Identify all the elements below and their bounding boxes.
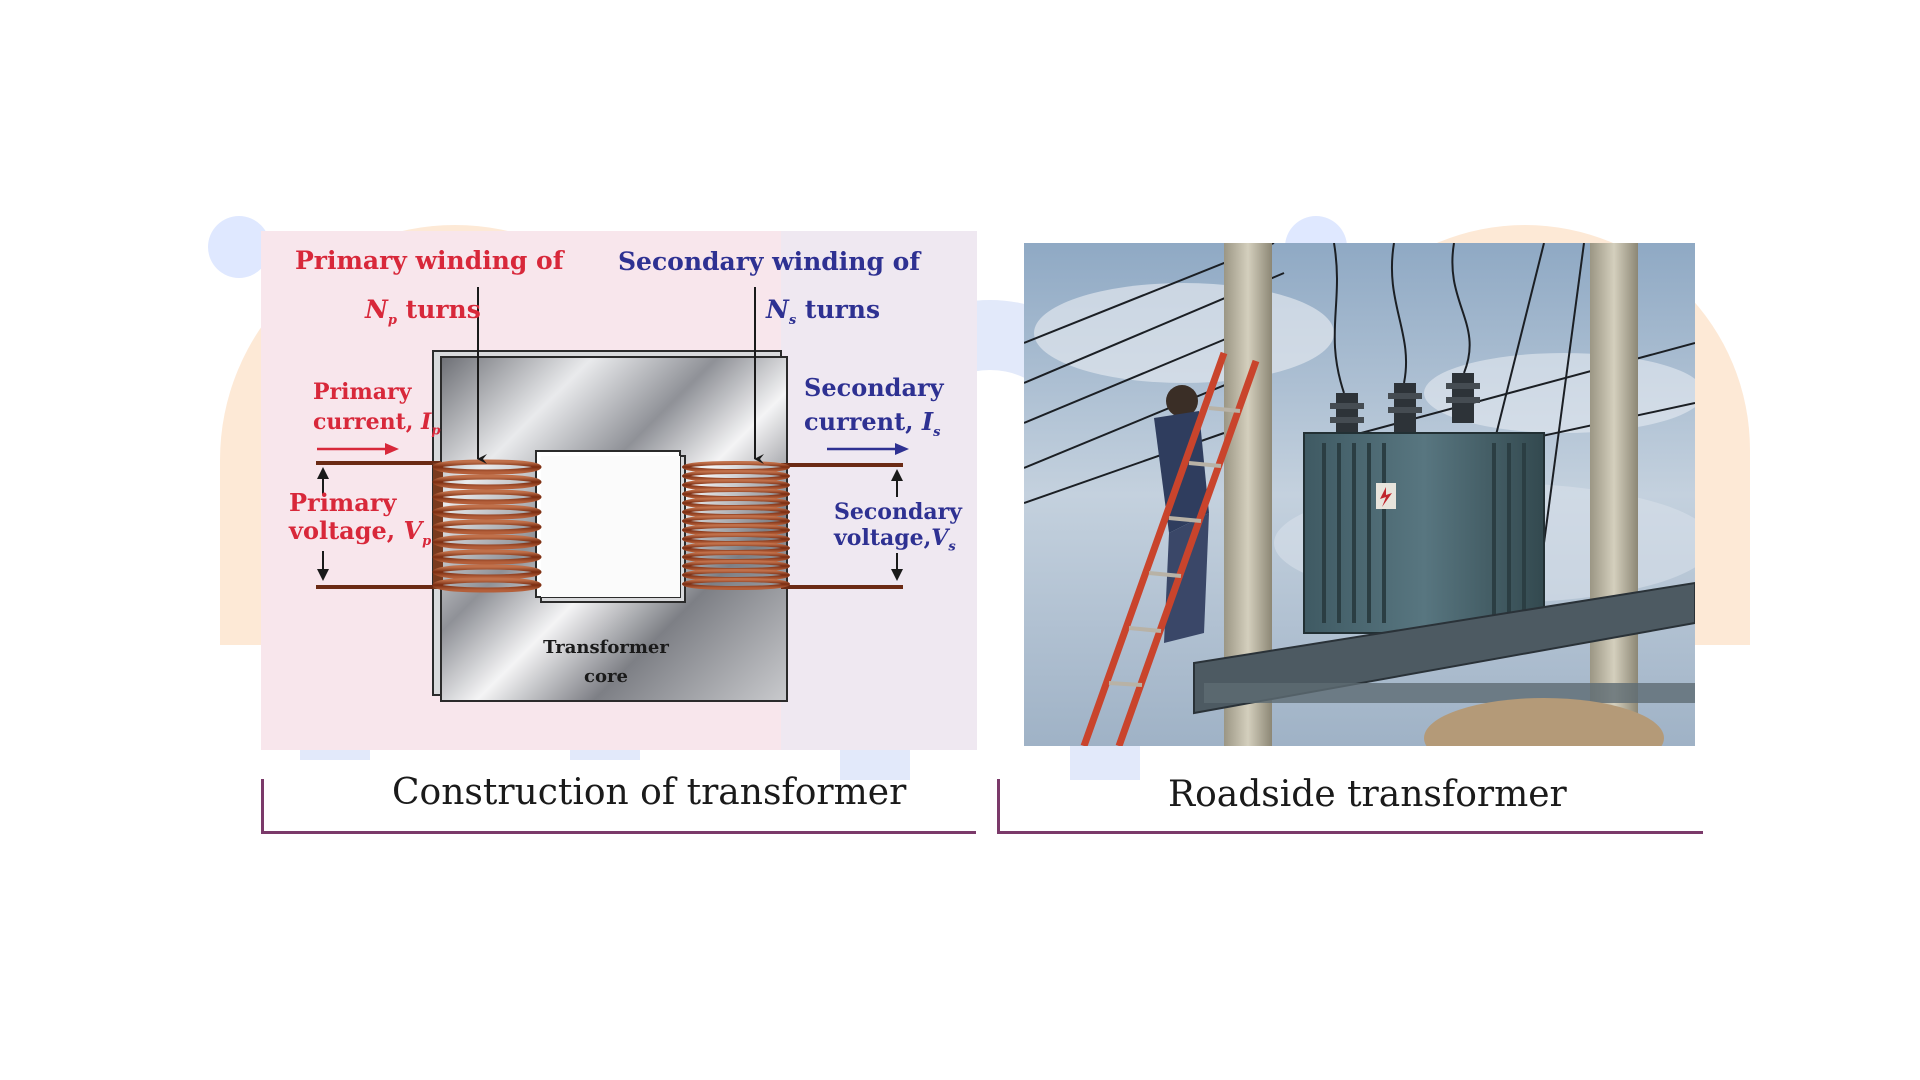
primary-current-label: Primary current, Ip xyxy=(313,377,440,446)
secondary-coil xyxy=(682,461,790,590)
right-pole xyxy=(1590,243,1638,746)
primary-voltage-arrows xyxy=(317,467,329,581)
primary-voltage-symbol: V xyxy=(403,516,423,545)
transformer-core-label: Transformer core xyxy=(531,633,681,691)
primary-voltage-text: voltage, xyxy=(289,516,404,545)
primary-voltage-line2: voltage, Vp xyxy=(289,517,431,556)
transformer-diagram-graphic xyxy=(261,231,977,750)
primary-winding-tail: turns xyxy=(396,295,481,324)
secondary-current-arrow xyxy=(827,443,909,455)
secondary-current-subscript: s xyxy=(933,424,941,440)
secondary-current-line2: current, Is xyxy=(804,405,944,450)
primary-current-arrow xyxy=(317,443,399,455)
right-caption-frame xyxy=(997,779,1703,834)
secondary-voltage-subscript: s xyxy=(948,539,956,555)
secondary-current-label: Secondary current, Is xyxy=(804,371,944,450)
secondary-current-line1: Secondary xyxy=(804,373,944,402)
core-label-line2: core xyxy=(584,666,628,687)
transformer-diagram: Primary winding of Np turns Secondary wi… xyxy=(261,231,977,750)
right-caption: Roadside transformer xyxy=(1168,774,1567,815)
primary-winding-turns: Np turns xyxy=(365,295,481,328)
left-caption-frame xyxy=(261,779,976,834)
roadside-transformer-illustration xyxy=(1024,243,1695,746)
secondary-winding-tail: turns xyxy=(796,295,881,324)
primary-winding-subscript: p xyxy=(387,313,397,328)
primary-current-line2: current, Ip xyxy=(313,407,440,446)
secondary-current-symbol: I xyxy=(921,407,934,436)
primary-current-line1: Primary xyxy=(313,379,412,405)
secondary-voltage-line1: Secondary xyxy=(834,499,962,525)
primary-current-text: current, xyxy=(313,409,422,435)
primary-winding-symbol: N xyxy=(365,295,388,324)
secondary-voltage-arrows xyxy=(891,469,903,581)
primary-coil xyxy=(432,459,542,593)
secondary-winding-label-line1: Secondary winding of xyxy=(618,247,921,276)
secondary-voltage-line2: voltage,Vs xyxy=(834,525,962,560)
secondary-voltage-label: Secondary voltage,Vs xyxy=(834,499,962,560)
left-caption: Construction of transformer xyxy=(392,772,907,813)
watermark-dot-left xyxy=(208,216,270,278)
secondary-current-text: current, xyxy=(804,407,922,436)
primary-voltage-line1: Primary xyxy=(289,488,397,517)
primary-winding-label-line1: Primary winding of xyxy=(295,246,564,275)
primary-current-subscript: p xyxy=(431,423,441,439)
ladder xyxy=(1080,351,1260,746)
secondary-winding-label: Secondary winding of xyxy=(618,247,920,276)
secondary-winding-subscript: s xyxy=(788,313,797,328)
primary-winding-label: Primary winding of xyxy=(295,246,563,275)
transformer-tank xyxy=(1303,432,1545,634)
primary-voltage-label: Primary voltage, Vp xyxy=(289,489,431,556)
primary-current-symbol: I xyxy=(421,409,432,435)
platform xyxy=(1193,581,1695,715)
roadside-transformer-photo xyxy=(1024,243,1695,746)
core-label-line1: Transformer xyxy=(543,637,669,658)
secondary-voltage-symbol: V xyxy=(931,525,949,551)
primary-voltage-subscript: p xyxy=(422,533,432,549)
secondary-voltage-text: voltage, xyxy=(834,525,932,551)
secondary-winding-symbol: N xyxy=(766,295,789,324)
secondary-winding-turns: Ns turns xyxy=(766,295,880,328)
